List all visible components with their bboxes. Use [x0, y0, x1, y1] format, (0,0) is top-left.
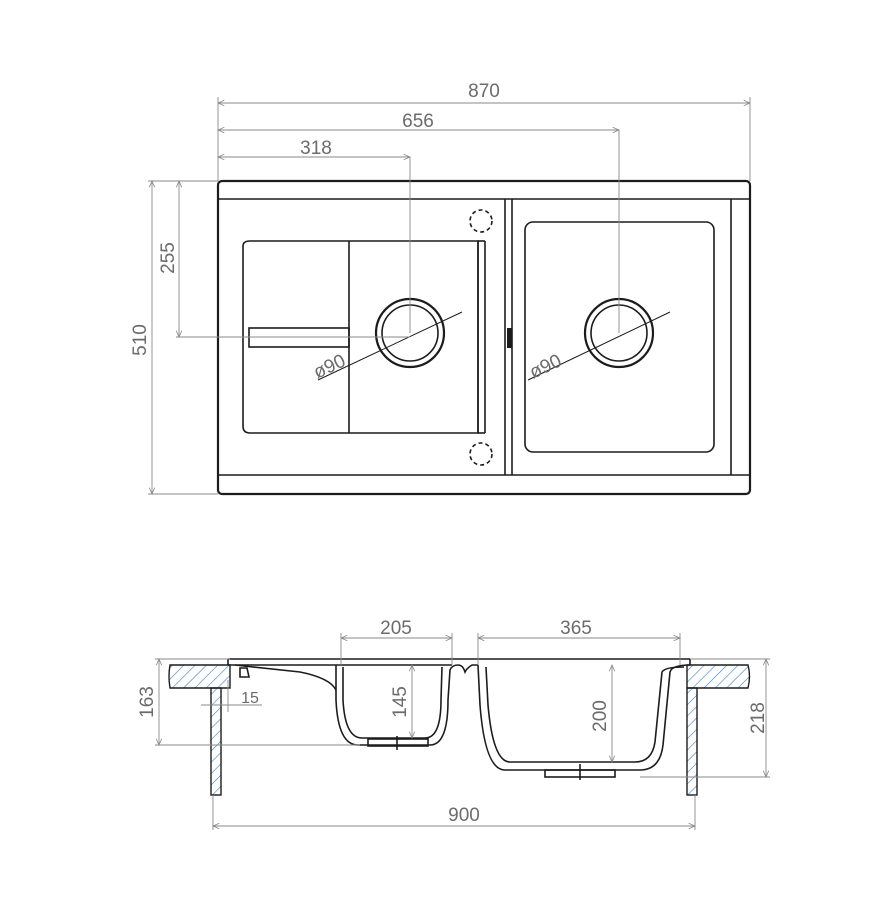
- dim-small-bowl-depth: 145: [390, 686, 411, 718]
- dim-height-left: 163: [137, 686, 158, 718]
- small-bowl-outer: [335, 664, 459, 746]
- tap-hole-top-icon: [469, 209, 493, 233]
- dim-overall-depth: 510: [130, 324, 151, 356]
- small-bowl-drain: [367, 738, 429, 747]
- cabinet-wall-left: [210, 687, 222, 796]
- dim-drain-right: ø90: [526, 351, 565, 384]
- large-bowl: [524, 221, 715, 453]
- countertop-right: [686, 664, 751, 689]
- dim-overall-width: 870: [468, 81, 500, 102]
- dim-center-left: 318: [300, 138, 332, 159]
- small-bowl-inner: [342, 666, 443, 739]
- dim-offset-depth: 255: [158, 242, 179, 274]
- tap-hole-bottom-icon: [469, 442, 493, 466]
- dim-small-bowl-width: 205: [380, 618, 412, 639]
- dim-lip: 15: [241, 690, 259, 707]
- dim-large-bowl-width: 365: [560, 618, 592, 639]
- countertop-left: [168, 664, 231, 689]
- dim-large-bowl-depth: 200: [590, 700, 611, 732]
- top-view: 870 656 318 255 510 ø90 ø90: [130, 81, 752, 496]
- dim-cutout-width: 900: [448, 805, 480, 826]
- section-view: 205 365 163 15 145 200 218 900: [137, 618, 770, 830]
- drainboard-rib: [248, 327, 350, 348]
- dim-height-right: 218: [748, 702, 769, 734]
- dim-drain-left: ø90: [310, 351, 349, 384]
- sink-outline: [216, 179, 752, 496]
- cabinet-wall-right: [686, 687, 698, 796]
- overflow-slot: [507, 328, 512, 348]
- dim-center-right: 656: [402, 111, 434, 132]
- large-bowl-inner: [485, 666, 685, 763]
- drainboard-profile: [234, 664, 337, 691]
